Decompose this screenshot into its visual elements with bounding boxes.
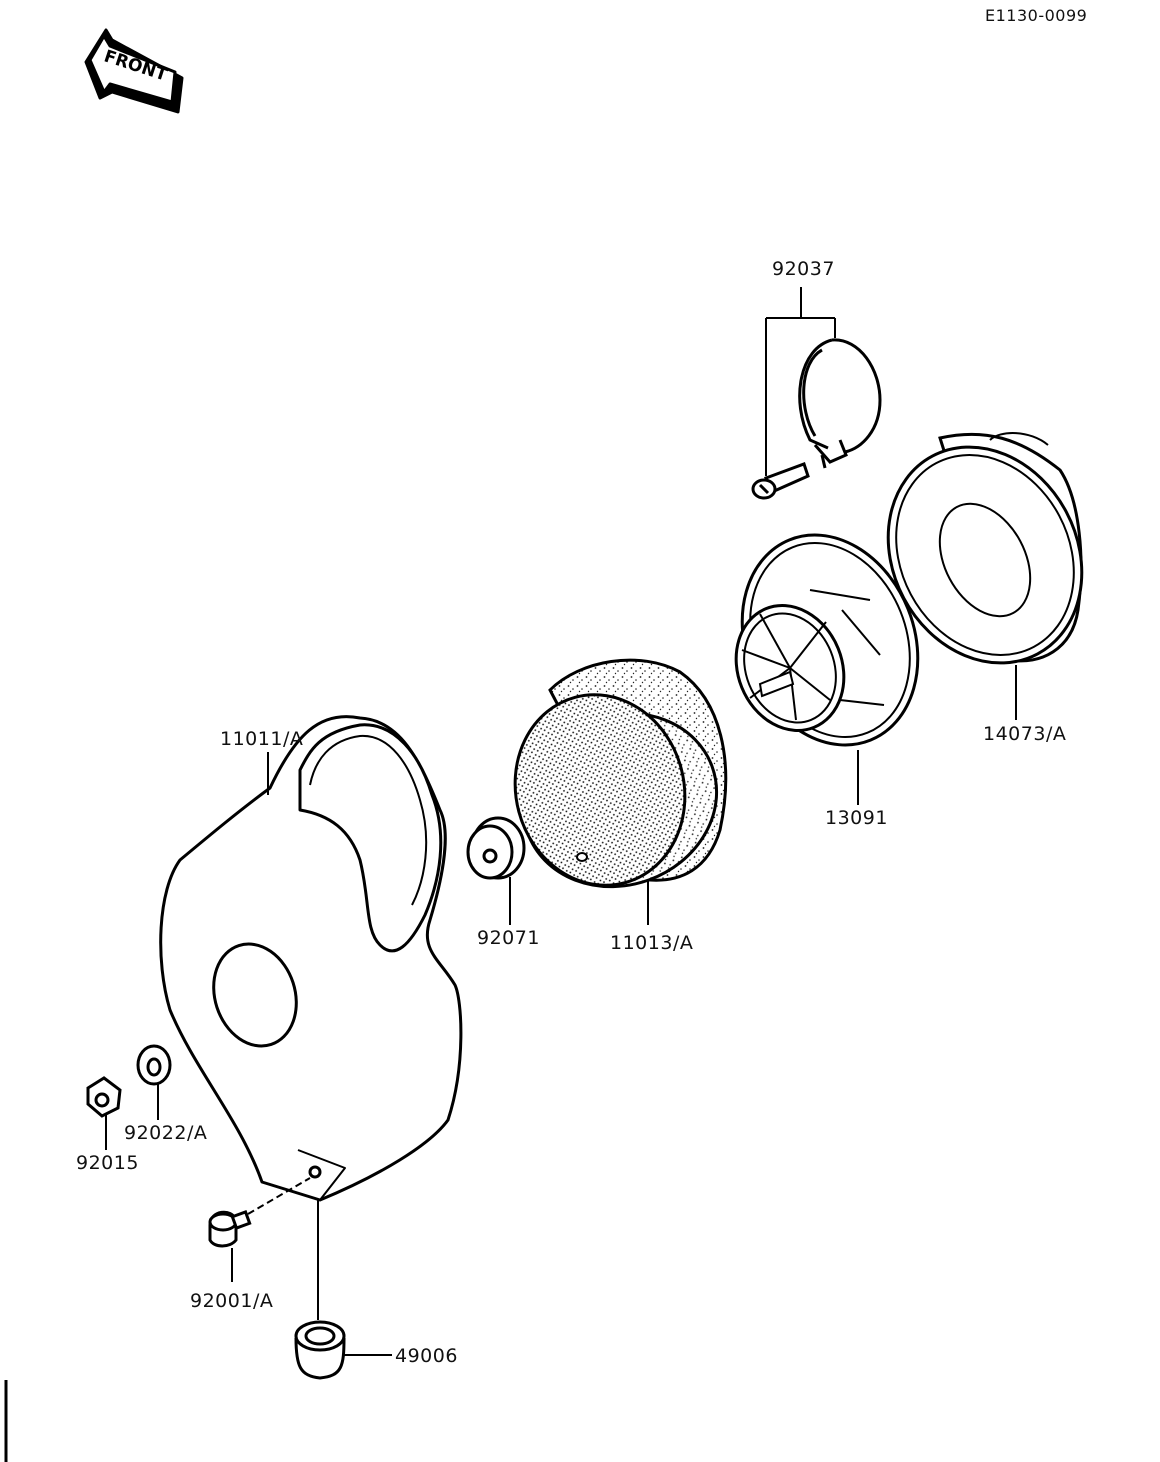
callout-92071: 92071 <box>477 927 540 949</box>
bolt-part <box>208 1210 252 1248</box>
grommet-part <box>466 816 526 880</box>
cover-part <box>159 715 463 1202</box>
nut-part <box>86 1076 122 1118</box>
element-part <box>513 658 728 889</box>
leader-92037 <box>765 287 836 476</box>
document-code: E1130-0099 <box>985 6 1088 25</box>
damper-part <box>294 1320 346 1380</box>
washer-part <box>136 1044 172 1086</box>
callout-11011: 11011/A <box>220 728 304 750</box>
clamp-band-part <box>798 338 882 469</box>
callout-92022: 92022/A <box>124 1122 208 1144</box>
callout-11013: 11013/A <box>610 932 694 954</box>
front-arrow-icon <box>84 28 184 114</box>
callout-92001: 92001/A <box>190 1290 274 1312</box>
callout-92037: 92037 <box>772 258 835 280</box>
callout-49006: 49006 <box>395 1345 458 1367</box>
callout-92015: 92015 <box>76 1152 139 1174</box>
cap-part <box>886 432 1084 665</box>
callout-14073: 14073/A <box>983 723 1067 745</box>
leader-bolt-axis <box>247 1177 311 1215</box>
clamp-screw-part <box>751 462 810 500</box>
holder-part <box>734 533 920 747</box>
callout-13091: 13091 <box>825 807 888 829</box>
